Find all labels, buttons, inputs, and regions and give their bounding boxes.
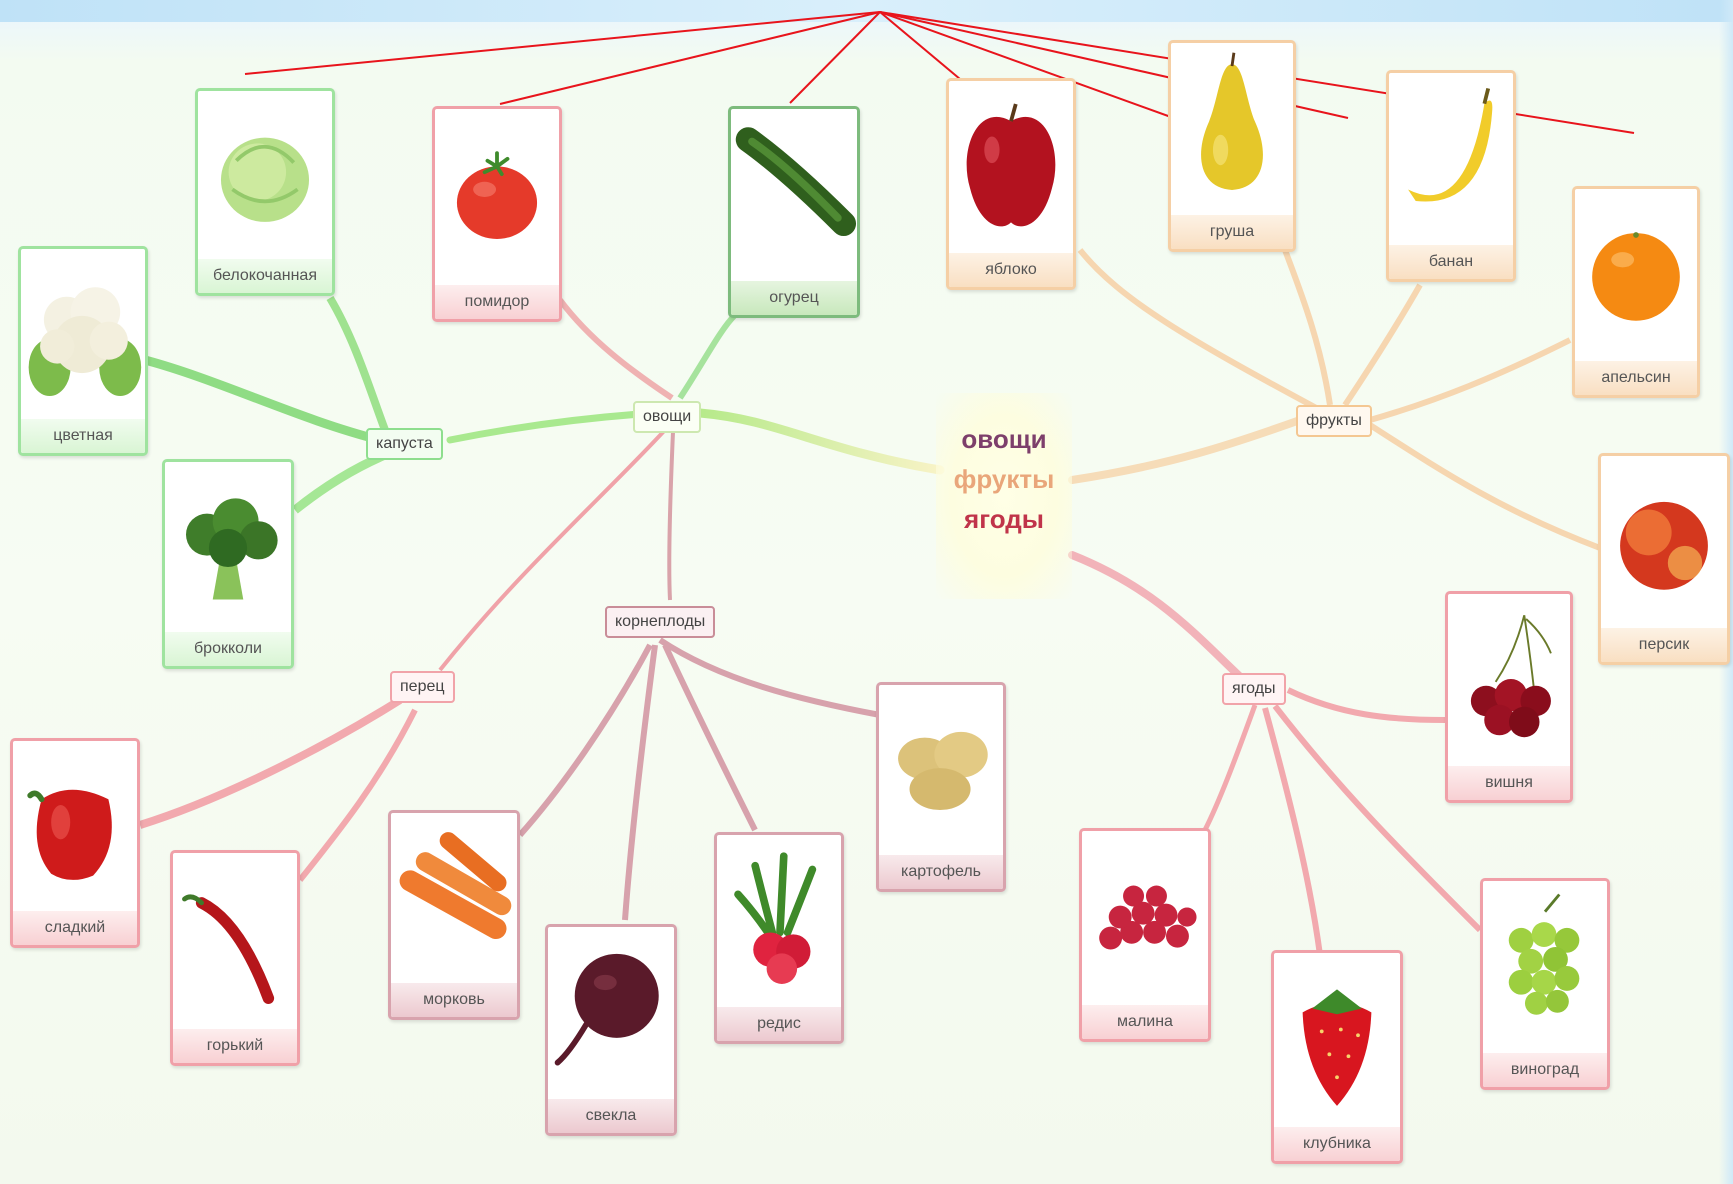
branch-fruits-apple [1077,248,1322,413]
top-banner [0,0,1733,22]
peach-icon [1620,501,1708,590]
banana-icon [1408,87,1493,202]
card-label: морковь [391,983,517,1017]
broccoli-icon [186,498,278,600]
card-raspberry: малина [1079,828,1211,1042]
raspberry-icon [1099,885,1197,950]
branch-cabbage-cauliflower [143,355,382,445]
hub-pepper: перец [390,671,455,703]
branch-veg-cucumber [677,312,738,400]
cauliflower-icon [28,287,142,396]
card-strawberry: клубника [1271,950,1403,1164]
card-label: виноград [1483,1053,1607,1087]
branch-pepper-sweet [138,696,403,829]
card-white-cabbage: белокочанная [195,88,335,296]
branch-roots-carrot [517,643,653,837]
card-orange: апельсин [1572,186,1700,398]
card-tomato: помидор [432,106,562,322]
card-label: горький [173,1029,297,1063]
branch-roots-radish [662,643,758,832]
branch-center-fruits [1068,416,1304,484]
card-carrot: морковь [388,810,520,1020]
beet-icon [554,953,659,1066]
card-label: помидор [435,285,559,319]
card-beet: свекла [545,924,677,1136]
card-label: персик [1601,628,1727,662]
branch-center-berries [1068,551,1254,690]
card-peach: персик [1598,453,1730,665]
branch-veg-cabbage [446,410,644,444]
card-label: белокочанная [198,259,332,293]
branch-berries-raspberry [1202,704,1258,832]
pear-icon [1201,52,1263,190]
card-cauliflower: цветная [18,246,148,456]
branch-center-vegetables [695,408,945,475]
card-label: малина [1082,1005,1208,1039]
potato-icon [898,731,988,811]
card-label: сладкий [13,911,137,945]
card-label: груша [1171,215,1293,249]
carrot-icon [399,832,512,940]
card-label: клубника [1274,1127,1400,1161]
central-topic: овощи фрукты ягоды [936,393,1072,599]
card-label: огурец [731,281,857,315]
grape-icon [1508,893,1580,1015]
cucumber-icon [735,127,857,237]
branch-fruits-banana [1342,283,1423,407]
card-label: картофель [879,855,1003,889]
tomato-icon [456,151,538,239]
card-label: яблоко [949,253,1073,287]
card-label: брокколи [165,632,291,666]
branch-veg-roots [667,431,675,601]
central-topic-fruits: фрукты [953,464,1055,494]
card-radish: редис [714,832,844,1044]
card-label: апельсин [1575,361,1697,395]
hub-berries: ягоды [1222,673,1286,705]
card-label: свекла [548,1099,674,1133]
card-label: цветная [21,419,145,453]
card-potato: картофель [876,682,1006,892]
branch-roots-beet [622,644,658,921]
branch-veg-pepper [438,428,667,672]
central-topic-berries: ягоды [964,504,1044,534]
card-label: вишня [1448,766,1570,800]
apple-icon [966,103,1056,227]
cherry-icon [1470,614,1552,738]
branch-cabbage-white [326,295,389,432]
card-grape: виноград [1480,878,1610,1090]
card-cucumber: огурец [728,106,860,318]
hub-roots: корнеплоды [605,606,716,638]
card-label: банан [1389,245,1513,279]
hub-vegetables: овощи [633,401,702,433]
card-banana: банан [1386,70,1516,282]
card-broccoli: брокколи [162,459,294,669]
card-hot-pepper: горький [170,850,300,1066]
branch-fruits-peach [1368,422,1602,551]
card-pear: груша [1168,40,1296,252]
strawberry-icon [1302,989,1372,1106]
branch-berries-grape [1272,704,1483,933]
branch-fruits-pear [1282,248,1333,406]
hot-pepper-icon [182,894,275,1004]
card-apple: яблоко [946,78,1076,290]
branch-pepper-hot [297,708,418,882]
branch-cabbage-broccoli [292,450,387,514]
card-sweet-pepper: сладкий [10,738,140,948]
branch-roots-potato [658,637,881,718]
branch-veg-tomato [557,298,674,401]
card-label: редис [717,1007,841,1041]
branch-berries-strawberry [1262,707,1323,956]
sweet-pepper-icon [27,789,112,880]
branch-fruits-orange [1369,337,1572,423]
central-topic-vegetables: овощи [961,424,1047,454]
card-cherry: вишня [1445,591,1573,803]
cabbage-icon [220,137,310,222]
orange-icon [1592,232,1680,321]
hub-cabbage: капуста [366,428,443,460]
hub-fruits: фрукты [1296,405,1372,437]
radish-icon [734,852,817,984]
branch-berries-cherry [1286,687,1446,723]
